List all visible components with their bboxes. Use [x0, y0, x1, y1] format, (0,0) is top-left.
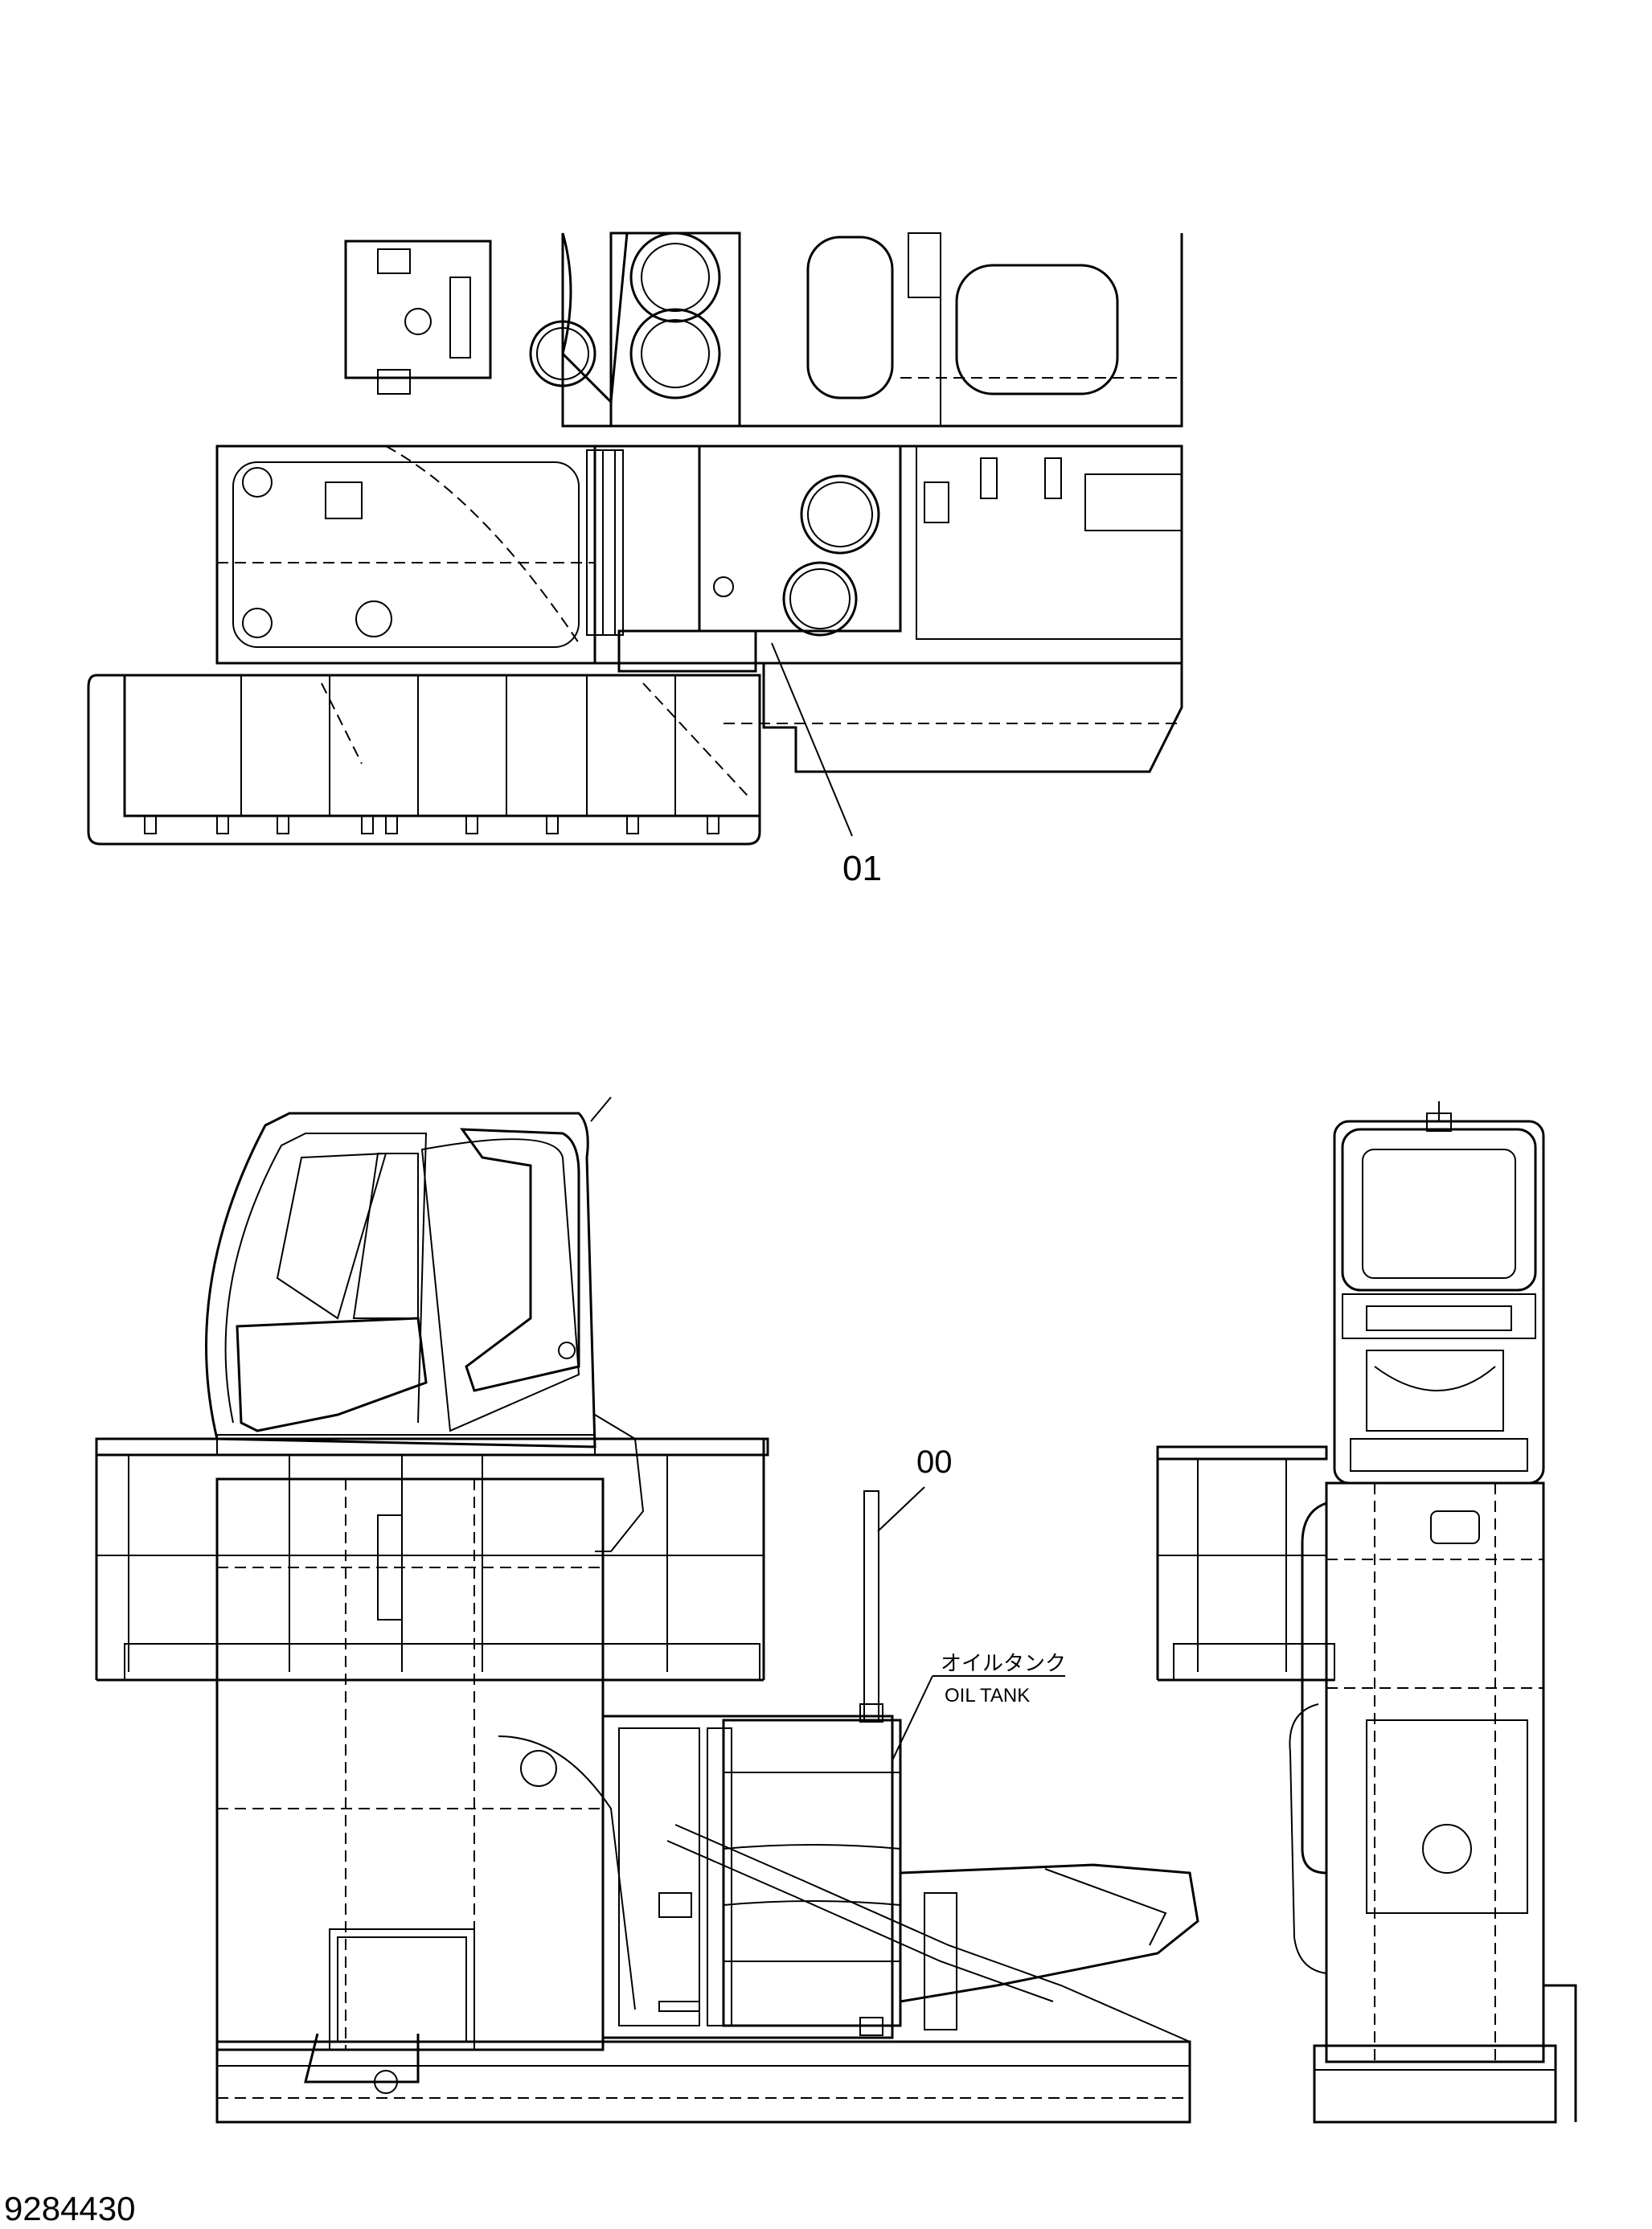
drawing-number: 9284430	[4, 2190, 136, 2227]
handrail-left	[95, 1437, 769, 1682]
cab	[205, 1112, 596, 1448]
callout-00-leader	[877, 1486, 925, 1532]
perforated-floor	[762, 662, 1183, 773]
oil-tank	[722, 1719, 902, 2027]
callout-01-leader	[771, 642, 853, 837]
oil-tank-label-en: OIL TANK	[945, 1685, 1030, 1707]
rear-window-frame	[1341, 1128, 1537, 1292]
cab-hatch-door	[459, 1128, 580, 1392]
rear-view	[1156, 1101, 1577, 2124]
side-view: 00 オイルタンク OIL TANK	[95, 1096, 1199, 2124]
top-view: 01	[87, 232, 1183, 888]
perforated-plate	[617, 629, 757, 673]
cab-hatch-lower	[236, 1317, 428, 1432]
oil-level-gauge	[863, 1490, 879, 1721]
callout-01: 01	[842, 849, 882, 888]
callout-00: 00	[916, 1444, 953, 1480]
upper-structure-body	[215, 1477, 605, 2051]
oil-tank-label-jp: オイルタンク	[941, 1651, 1066, 1675]
walkway-grating	[123, 674, 761, 817]
